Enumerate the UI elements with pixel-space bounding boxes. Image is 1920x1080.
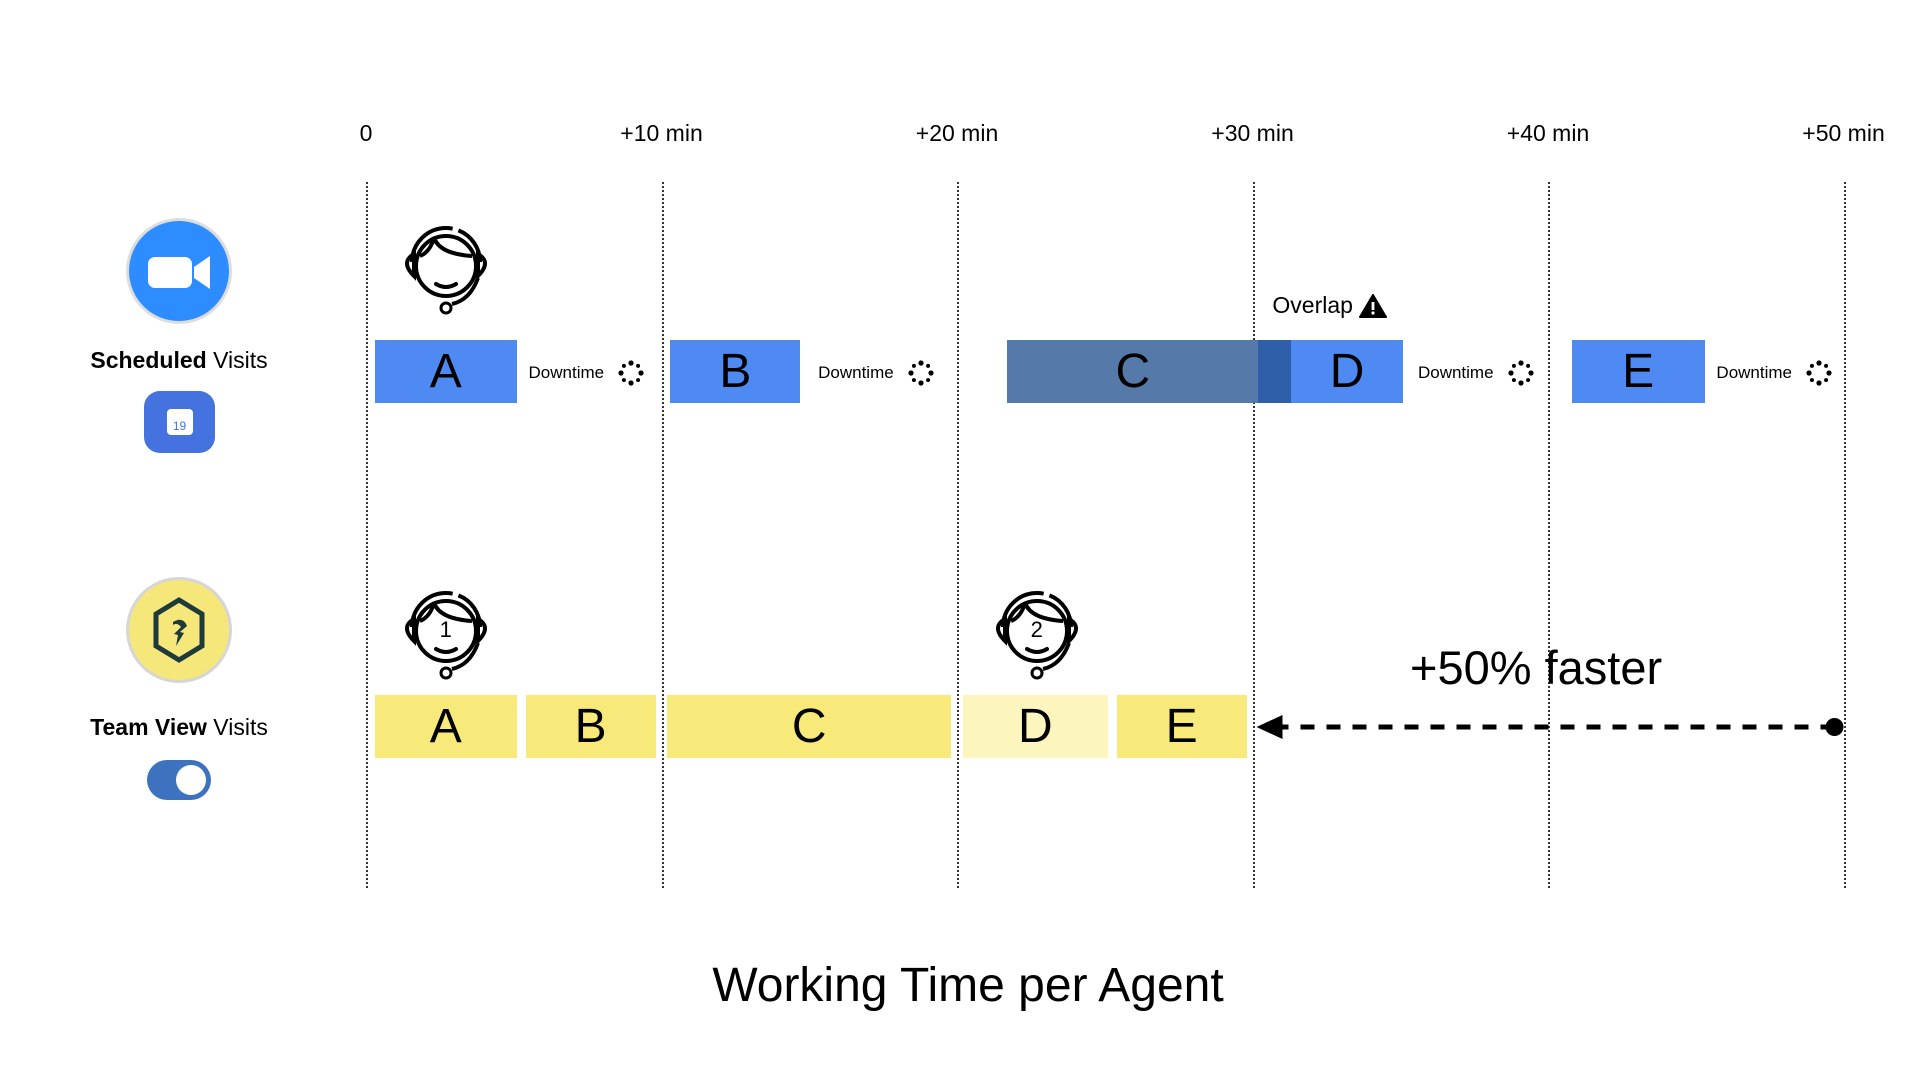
downtime: Downtime: [818, 360, 934, 386]
bar-d[interactable]: D: [1290, 340, 1404, 403]
calendar-day: 19: [166, 409, 193, 435]
scheduled-visits-label: Scheduled Visits: [90, 347, 268, 373]
overlap-segment: [1258, 340, 1291, 403]
bar-a[interactable]: A: [374, 695, 517, 758]
downtime: Downtime: [529, 360, 645, 386]
loading-spinner-icon: [908, 360, 934, 386]
tick-label: 0: [359, 120, 373, 146]
warning-icon: [1358, 293, 1387, 318]
downtime-label: Downtime: [1716, 363, 1793, 382]
downtime: Downtime: [1716, 360, 1832, 386]
gridline: [957, 182, 959, 888]
bar-a[interactable]: A: [374, 340, 517, 403]
gridline: [366, 182, 368, 888]
team-view-hexagon-icon: [129, 580, 229, 680]
diagram-title: Working Time per Agent: [712, 959, 1224, 1012]
bar-d[interactable]: D: [962, 695, 1108, 758]
loading-spinner-icon: [1507, 360, 1534, 386]
downtime: Downtime: [1418, 360, 1534, 386]
faster-label: +50% faster: [1410, 641, 1663, 694]
overlap-label: Overlap: [1272, 292, 1353, 318]
tick-label: +40 min: [1506, 120, 1590, 146]
gridline: [661, 182, 664, 888]
downtime-label: Downtime: [818, 363, 894, 382]
team-view-visits-label: Team View Visits: [90, 714, 268, 740]
downtime-label: Downtime: [1417, 363, 1494, 382]
gridline: [1252, 182, 1255, 888]
tick-label: +50 min: [1802, 120, 1885, 146]
agent-headset-icon: 2: [981, 583, 1093, 683]
tick-label: +30 min: [1211, 120, 1294, 146]
bar-e[interactable]: E: [1116, 695, 1247, 758]
loading-spinner-icon: [1806, 360, 1832, 386]
bar-b[interactable]: B: [670, 340, 801, 403]
gridline: [1548, 182, 1550, 888]
downtime-label: Downtime: [528, 363, 605, 382]
overlap-warning: Overlap: [1272, 292, 1387, 319]
arrow-start-dot: [1825, 718, 1844, 736]
tick-label: +20 min: [915, 120, 999, 146]
agent-number: 2: [1030, 617, 1043, 642]
bar-e[interactable]: E: [1571, 340, 1705, 403]
bar-c[interactable]: C: [1007, 340, 1259, 403]
team-view-toggle[interactable]: [147, 760, 211, 800]
loading-spinner-icon: [618, 360, 644, 386]
zoom-video-camera-icon: [129, 221, 229, 321]
calendar-icon[interactable]: 19: [144, 391, 215, 453]
bar-c[interactable]: C: [667, 695, 952, 758]
bar-b[interactable]: B: [525, 695, 656, 758]
agent-number: 1: [439, 617, 452, 642]
gridline: [1843, 182, 1846, 888]
arrow-head-icon: [1256, 715, 1283, 739]
agent-headset-icon: [390, 218, 502, 318]
tick-label: +10 min: [620, 120, 703, 146]
agent-headset-icon: 1: [390, 583, 502, 683]
